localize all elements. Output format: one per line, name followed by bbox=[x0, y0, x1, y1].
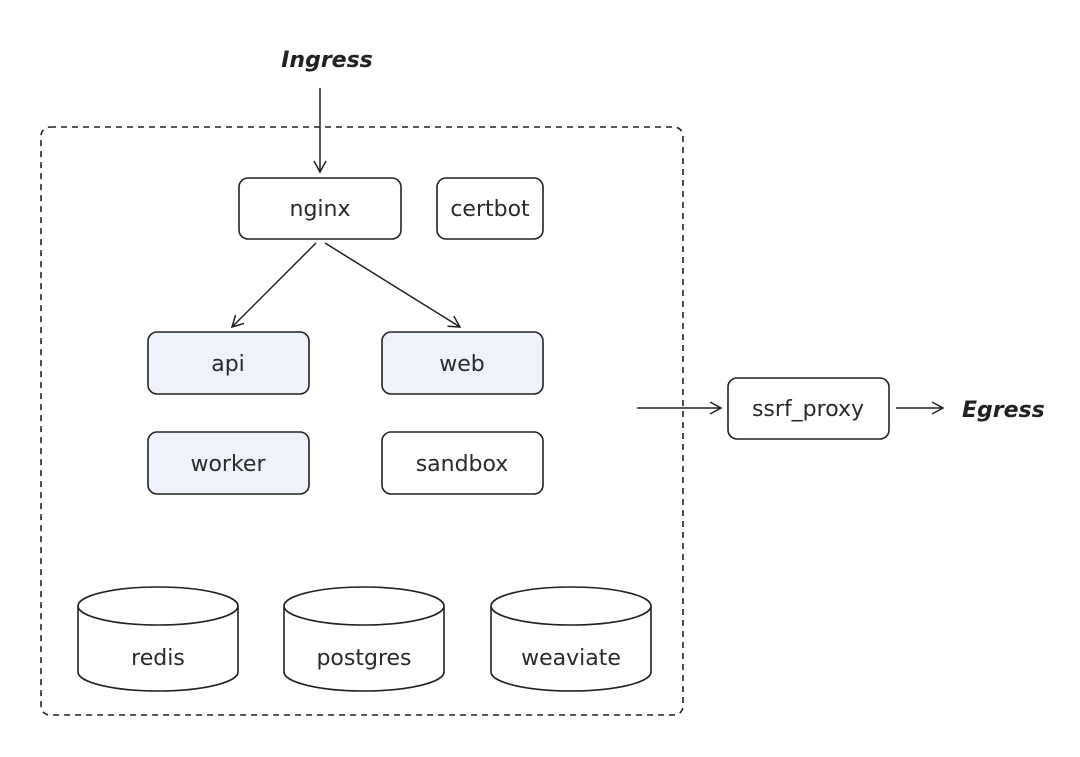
service-certbot[interactable]: certbot bbox=[436, 177, 544, 240]
service-api[interactable]: api bbox=[147, 331, 310, 395]
service-sandbox[interactable]: sandbox bbox=[381, 431, 544, 495]
service-sandbox-label: sandbox bbox=[416, 452, 509, 477]
service-api-label: api bbox=[211, 352, 245, 377]
nginx-to-api-arrow bbox=[230, 242, 317, 329]
service-nginx[interactable]: nginx bbox=[238, 177, 402, 240]
service-worker[interactable]: worker bbox=[147, 431, 310, 495]
datastore-redis[interactable]: redis bbox=[77, 586, 239, 692]
service-certbot-label: certbot bbox=[450, 197, 530, 222]
nginx-to-web-arrow bbox=[324, 242, 462, 328]
datastore-postgres[interactable]: postgres bbox=[283, 586, 445, 692]
service-nginx-label: nginx bbox=[290, 197, 351, 222]
ingress-label: Ingress bbox=[281, 48, 373, 73]
datastore-weaviate-label: weaviate bbox=[521, 646, 621, 671]
service-web-label: web bbox=[439, 352, 485, 377]
datastore-weaviate[interactable]: weaviate bbox=[490, 586, 652, 692]
service-web[interactable]: web bbox=[381, 331, 544, 395]
service-ssrf-proxy-label: ssrf_proxy bbox=[752, 397, 864, 422]
datastore-redis-label: redis bbox=[131, 646, 185, 671]
datastore-postgres-label: postgres bbox=[316, 646, 411, 671]
service-ssrf-proxy[interactable]: ssrf_proxy bbox=[727, 377, 890, 440]
egress-label: Egress bbox=[962, 398, 1045, 423]
cluster-boundary bbox=[40, 126, 684, 716]
service-worker-label: worker bbox=[190, 452, 266, 477]
